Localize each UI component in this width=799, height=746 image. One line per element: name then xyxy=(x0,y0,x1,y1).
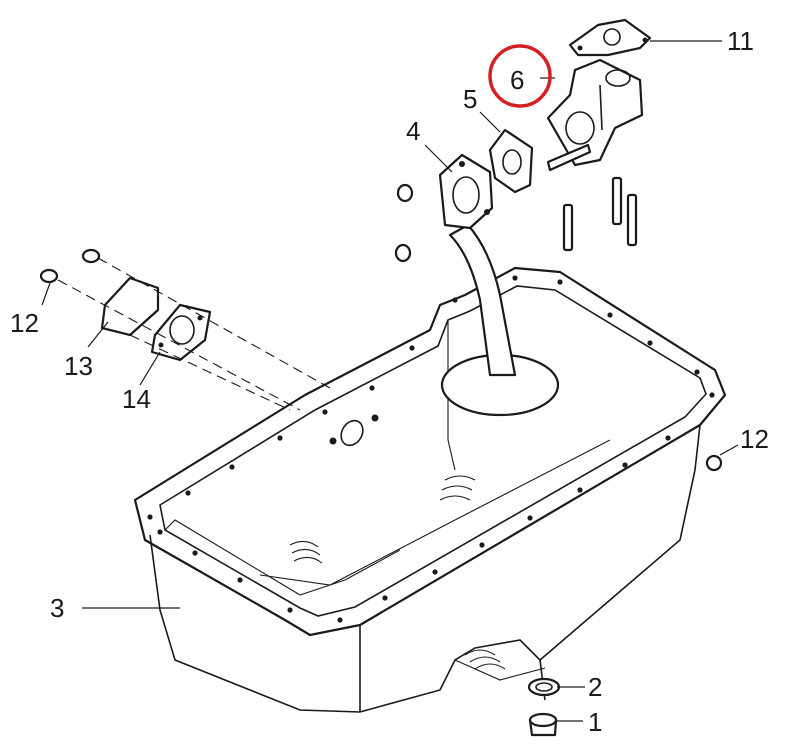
plug-12-right xyxy=(705,454,723,472)
label-part-14: 14 xyxy=(122,384,151,414)
label-part-2: 2 xyxy=(588,672,602,702)
label-part-12-left: 12 xyxy=(10,308,39,338)
label-part-1: 1 xyxy=(588,707,602,737)
label-part-12-right: 12 xyxy=(740,424,769,454)
label-part-6: 6 xyxy=(510,65,524,95)
drain-washer xyxy=(527,677,561,697)
cover-plate-13 xyxy=(100,276,160,337)
nuts xyxy=(394,183,414,263)
gasket-14 xyxy=(150,303,212,362)
leader-lines xyxy=(41,40,739,722)
oil-pan xyxy=(133,266,727,713)
label-part-3: 3 xyxy=(50,593,64,623)
gasket-11 xyxy=(568,18,652,57)
label-part-11: 11 xyxy=(727,26,754,56)
label-part-5: 5 xyxy=(463,84,477,114)
highlight-circle xyxy=(488,44,552,108)
bolts-12-left xyxy=(39,248,101,284)
gasket-5 xyxy=(488,128,534,194)
label-part-13: 13 xyxy=(64,351,93,381)
oil-pickup-pipe xyxy=(438,153,560,417)
drain-plug xyxy=(528,712,558,737)
oil-pump-body xyxy=(546,58,644,172)
bolts xyxy=(562,176,638,252)
flange-holes xyxy=(147,275,715,623)
label-part-4: 4 xyxy=(406,116,420,146)
